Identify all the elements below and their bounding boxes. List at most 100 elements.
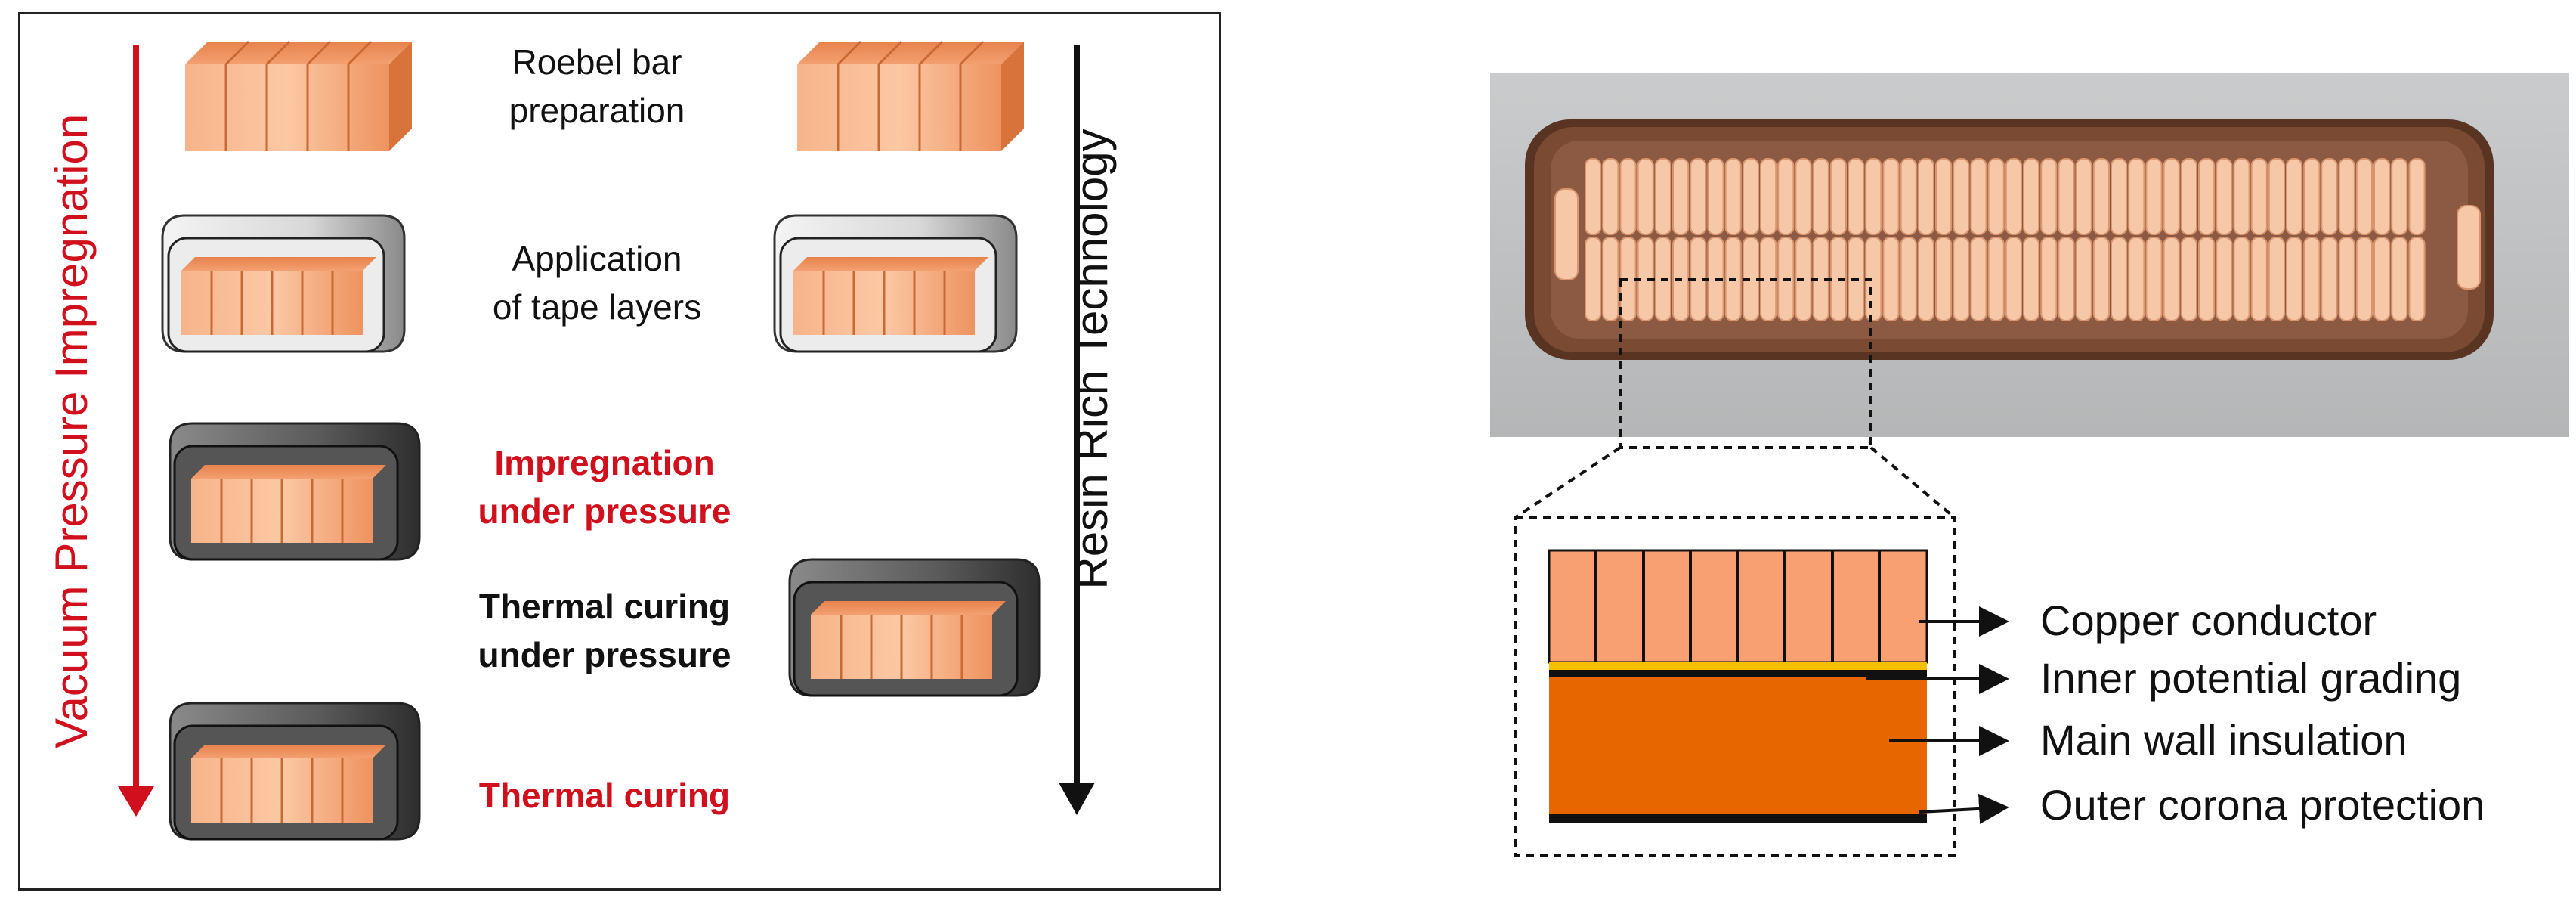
copper-strand [2268, 237, 2286, 321]
copper-strand [2338, 237, 2355, 321]
rr-axis-label: Resin Rich Technology [1066, 129, 1117, 590]
copper-strand [2058, 237, 2075, 321]
copper-strand [2163, 158, 2180, 235]
copper-strand [2145, 158, 2163, 235]
copper-strand [2040, 237, 2058, 321]
copper-strand [1585, 158, 1602, 235]
zoom-indicator [1514, 278, 1956, 857]
copper-strand [2040, 158, 2058, 235]
copper-strand [2023, 158, 2040, 235]
copper-strand [1953, 158, 1970, 235]
taped-bar-icon-vpi [161, 214, 406, 353]
copper-strands-upper [1585, 158, 2426, 235]
copper-strand [1619, 158, 1637, 235]
bare-bar-icon-vpi [185, 40, 412, 151]
copper-strand [2092, 158, 2111, 235]
cured-bar-icon-rr [788, 558, 1041, 697]
copper-strand [1602, 237, 1619, 321]
copper-strand [2233, 237, 2250, 321]
copper-strand [2355, 237, 2373, 321]
step-label-line1: Thermal curing [478, 587, 731, 626]
copper-strand [2198, 237, 2216, 321]
copper-strand [2250, 158, 2268, 235]
copper-strand [2373, 158, 2391, 235]
vpi-arrow [118, 45, 154, 817]
impregnated-bar-icon-vpi [169, 422, 421, 561]
copper-strand [1900, 158, 1917, 235]
taped-bar-icon-rr [773, 214, 1018, 353]
copper-strand [2180, 158, 2198, 235]
copper-strand [2321, 237, 2338, 321]
copper-strand [2286, 237, 2303, 321]
copper-strand [1672, 158, 1690, 235]
copper-strand [2111, 158, 2128, 235]
step-application-of-tape-layers: Application of tape layers [438, 234, 756, 331]
copper-strand [2092, 237, 2111, 321]
step-label-line1: Roebel bar [512, 42, 682, 82]
copper-strand [2128, 158, 2145, 235]
copper-strand [1882, 237, 1900, 321]
copper-strand [2355, 158, 2373, 235]
copper-strand [1882, 158, 1900, 235]
step-label-line2: preparation [509, 91, 685, 130]
copper-strand [2023, 237, 2040, 321]
bar-cross-section-photo [1490, 73, 2569, 437]
step-label-line2: under pressure [478, 635, 731, 674]
copper-strand [2303, 158, 2321, 235]
copper-strand [2145, 237, 2163, 321]
copper-strand [2005, 158, 2023, 235]
copper-strand [1795, 158, 1812, 235]
copper-strand [2163, 237, 2180, 321]
step-roebel-bar-preparation: Roebel bar preparation [453, 38, 741, 135]
cured-bar-icon-vpi [169, 702, 421, 841]
copper-strand [2286, 158, 2303, 235]
step-label-line1: Application [512, 239, 682, 278]
copper-strand [1987, 237, 2005, 321]
copper-strand [2005, 237, 2023, 321]
vpi-axis-label: Vacuum Pressure Impregnation [46, 113, 97, 748]
layer-callout-arrows [1866, 606, 2009, 824]
layer-label-main-wall-insulation: Main wall insulation [2040, 716, 2407, 764]
copper-strand [2391, 237, 2408, 321]
copper-strand [1953, 237, 1970, 321]
copper-strand [1707, 158, 1724, 235]
layer-label-inner-potential-grading: Inner potential grading [2040, 654, 2462, 702]
copper-strand [1935, 237, 1953, 321]
copper-strand [1637, 158, 1654, 235]
copper-strand [1724, 158, 1742, 235]
copper-strand [1900, 237, 1917, 321]
copper-strand [2111, 237, 2128, 321]
copper-strand [1585, 237, 1602, 321]
step-thermal-curing-under-pressure: Thermal curing under pressure [446, 582, 763, 679]
copper-strand [1742, 158, 1760, 235]
copper-strand [2408, 158, 2426, 235]
copper-strand [1848, 158, 1865, 235]
step-label-line1: Thermal curing [478, 776, 731, 815]
step-thermal-curing: Thermal curing [446, 771, 763, 820]
bare-bar-icon-rr [797, 40, 1024, 151]
copper-strand [2391, 158, 2408, 235]
copper-strand [1654, 158, 1672, 235]
copper-strand [2216, 158, 2233, 235]
copper-strand [1812, 158, 1829, 235]
layer-label-copper-conductor: Copper conductor [2040, 597, 2377, 644]
copper-strand [2408, 237, 2426, 321]
copper-strand [1690, 158, 1707, 235]
copper-strand [2128, 237, 2145, 321]
copper-strand [1760, 158, 1777, 235]
copper-strand [2075, 158, 2092, 235]
step-label-line2: under pressure [478, 491, 731, 531]
rr-arrow [1059, 45, 1095, 815]
layer-label-outer-corona-protection: Outer corona protection [2040, 781, 2485, 829]
copper-strand [1970, 237, 1987, 321]
copper-strand [2216, 237, 2233, 321]
copper-strand [2075, 237, 2092, 321]
copper-strand [2321, 158, 2338, 235]
copper-strand [2198, 158, 2216, 235]
step-impregnation-under-pressure: Impregnation under pressure [446, 439, 763, 535]
copper-strand [1917, 158, 1935, 235]
step-label-line1: Impregnation [494, 443, 715, 482]
copper-strand [1865, 158, 1882, 235]
insulation-layer-schematic [1548, 549, 1928, 823]
